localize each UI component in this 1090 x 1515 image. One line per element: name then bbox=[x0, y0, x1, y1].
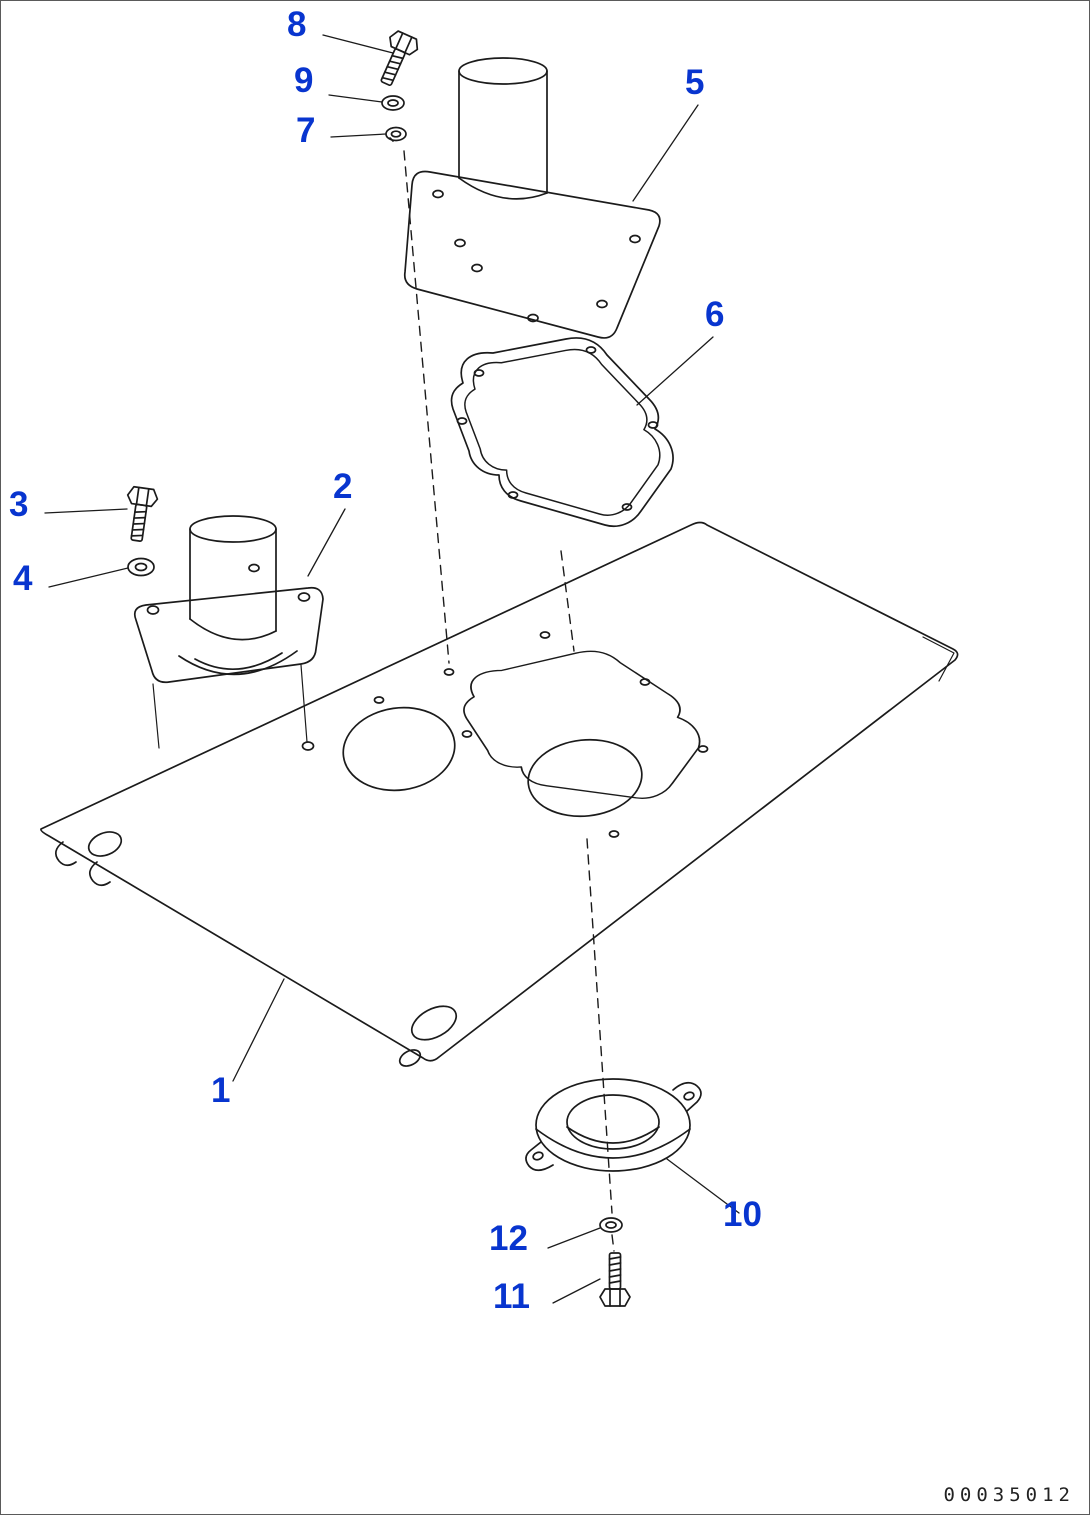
callout-1: 1 bbox=[211, 1071, 231, 1110]
bolt-3 bbox=[120, 485, 160, 544]
callout-7: 7 bbox=[296, 111, 316, 150]
callout-11: 11 bbox=[493, 1277, 530, 1316]
callout-10: 10 bbox=[723, 1195, 762, 1234]
callout-3: 3 bbox=[9, 485, 29, 524]
washer-9 bbox=[381, 95, 405, 111]
washer-12 bbox=[599, 1217, 623, 1233]
callout-12: 12 bbox=[489, 1219, 528, 1258]
bolt-8 bbox=[371, 28, 422, 91]
callout-4: 4 bbox=[13, 559, 33, 598]
callout-5: 5 bbox=[685, 63, 705, 102]
callout-8: 8 bbox=[287, 5, 307, 44]
part-10-ring bbox=[525, 1078, 702, 1172]
washer-4 bbox=[127, 557, 155, 577]
assembly-dashed-lines bbox=[403, 150, 615, 1252]
washer-7 bbox=[385, 126, 407, 142]
callout-2: 2 bbox=[333, 467, 353, 506]
part-5-cover bbox=[403, 57, 661, 339]
doc-number: 00035012 bbox=[943, 1484, 1075, 1506]
leader-lines bbox=[44, 34, 740, 1304]
bolt-11 bbox=[599, 1252, 631, 1307]
part-1-floor-plate bbox=[40, 521, 959, 1067]
part-6-gasket bbox=[450, 337, 674, 528]
part-2-cover bbox=[133, 515, 324, 751]
callout-9: 9 bbox=[294, 61, 314, 100]
callout-6: 6 bbox=[705, 295, 725, 334]
